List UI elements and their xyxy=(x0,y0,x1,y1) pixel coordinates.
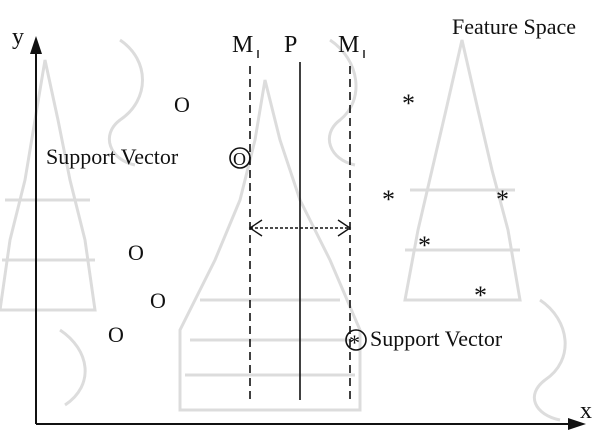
support-vector-o-symbol: O xyxy=(233,149,246,169)
class-star-point: * xyxy=(474,281,487,310)
axes xyxy=(30,36,586,430)
class-star-point: * xyxy=(496,185,509,214)
class-o-point: O xyxy=(174,92,190,117)
y-axis-arrowhead xyxy=(30,36,42,54)
class-o-points: O O O O xyxy=(108,92,190,347)
class-o-point: O xyxy=(150,288,166,313)
support-vector-label-left: Support Vector xyxy=(46,144,179,169)
margin-left-label: M xyxy=(232,32,253,58)
x-axis-arrowhead xyxy=(568,418,586,430)
class-o-point: O xyxy=(108,322,124,347)
support-vector-label-right: Support Vector xyxy=(370,326,503,351)
support-vector-o: O xyxy=(229,147,251,169)
class-star-point: * xyxy=(418,231,431,260)
support-vector-star: * xyxy=(345,329,367,355)
feature-space-title: Feature Space xyxy=(452,14,576,39)
separator-label: P xyxy=(284,32,297,58)
class-star-point: * xyxy=(382,185,395,214)
temple-watermark-icon xyxy=(0,38,567,422)
y-axis-label: y xyxy=(12,24,24,50)
double-headed-arrow-icon xyxy=(248,219,352,237)
x-axis-label: x xyxy=(580,398,592,424)
support-vector-star-symbol: * xyxy=(349,330,360,355)
class-o-point: O xyxy=(128,240,144,265)
margin-right-label: M xyxy=(338,32,359,58)
class-star-points: * * * * * xyxy=(382,89,509,310)
class-star-point: * xyxy=(402,89,415,118)
